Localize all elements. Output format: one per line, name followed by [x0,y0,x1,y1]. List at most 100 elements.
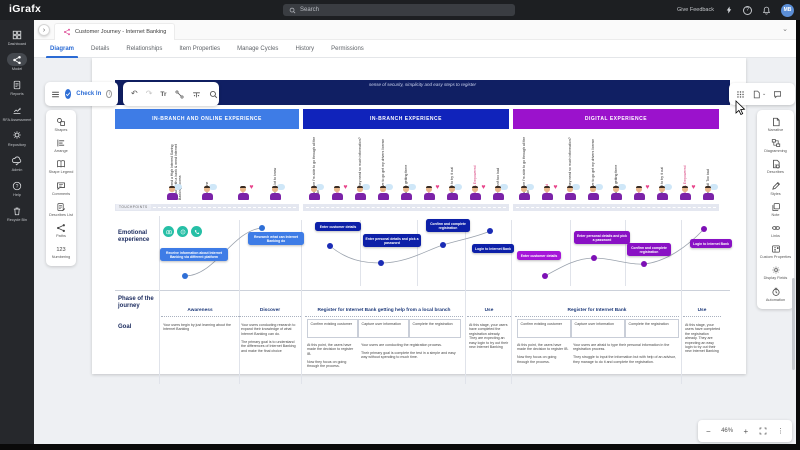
menu-tab[interactable]: Diagram [45,40,79,58]
tool-item[interactable]: Custom Properties [757,241,794,262]
tool-item[interactable]: Narrative [757,114,794,135]
persona-icon[interactable]: ♥ [307,184,324,204]
persona-icon[interactable]: ♥ [517,184,534,204]
tool-item[interactable]: Display Fields [757,262,794,283]
emotion-step-box[interactable]: Enter personal details and pick a passwo… [363,234,421,248]
text-tool-button[interactable]: Tr [160,90,167,98]
info-icon[interactable]: i [106,90,112,98]
persona-icon[interactable]: ♥ [701,184,718,204]
tool-item[interactable]: Links [757,220,794,241]
section-header[interactable]: IN-BRANCH EXPERIENCE [303,109,509,129]
phase-header[interactable]: Discover [239,295,301,317]
zoom-out-button[interactable]: − [706,426,711,436]
fit-screen-icon[interactable] [759,427,767,435]
emotion-step-box[interactable]: Enter customer details [517,251,561,261]
help-icon[interactable]: ? [743,5,752,15]
zoom-in-button[interactable]: + [743,426,749,436]
persona-icon[interactable]: ♥ [376,184,393,204]
menu-tab[interactable]: Details [91,45,110,52]
bolt-icon[interactable] [724,6,733,15]
menu-tab[interactable]: Permissions [331,45,364,52]
persona-icon[interactable]: ♥ [330,184,348,204]
emotion-step-box[interactable]: Enter customer details [315,222,361,232]
emotion-step-box[interactable]: Login to Internet Bank [690,239,732,249]
swimlane-tool-icon[interactable] [192,90,201,99]
emotion-step-box[interactable]: Confirm and complete registration [627,243,671,257]
tool-item[interactable]: Arrange [46,135,76,156]
tool-item[interactable]: Comments [46,178,76,199]
menu-tab[interactable]: History [295,45,315,52]
sidebar-item[interactable]: Reports [0,76,34,98]
grid-view-icon[interactable] [736,90,745,99]
emotion-step-box[interactable]: Confirm and complete registration [426,219,470,233]
persona-icon[interactable]: ♥ [236,184,254,204]
persona-icon[interactable]: ♥ [491,184,508,204]
persona-icon[interactable]: ♥ [655,184,672,204]
persona-icon[interactable]: ♥ [353,184,370,204]
sidebar-item[interactable]: Recycle Bin [0,202,34,224]
give-feedback-link[interactable]: Give Feedback [677,7,714,13]
menu-tab[interactable]: Item Properties [179,45,221,52]
sidebar-item[interactable]: Admin [0,152,34,174]
emotion-step-box[interactable]: Enter personal details and pick a passwo… [574,231,630,245]
undo-button[interactable]: ↶ [131,89,138,98]
check-in-button[interactable]: Check In [76,91,102,97]
tool-item[interactable]: Describes List [46,199,76,220]
more-options-icon[interactable]: ⋮ [776,428,784,435]
phase-subcell[interactable]: Capture user information [358,319,409,338]
persona-icon[interactable]: ♥ [609,184,626,204]
tool-item[interactable]: Note [757,199,794,220]
persona-icon[interactable]: ♥ [632,184,650,204]
sidebar-item[interactable]: Dashboard [0,26,34,48]
zoom-tool-icon[interactable] [209,90,218,99]
persona-icon[interactable]: ♥ [200,184,217,204]
comment-panel-icon[interactable] [773,90,782,99]
phase-subcell[interactable]: Complete the registration [625,319,679,338]
tool-item[interactable]: Automation [757,284,794,305]
hamburger-menu-icon[interactable] [51,90,60,99]
phase-header[interactable]: Awareness [161,295,239,317]
phase-header[interactable]: Register for Internet Bank getting help … [305,295,463,317]
vertical-scrollbar[interactable] [792,278,795,370]
phase-subcell[interactable]: Capture user information [571,319,625,338]
tool-item[interactable]: Diagramming [757,135,794,156]
sidebar-item[interactable]: Model [0,51,34,73]
persona-icon[interactable]: ♥ [399,184,416,204]
redo-button[interactable]: ↷ [145,89,153,98]
phase-header[interactable]: Register for Internet Bank [515,295,679,317]
section-header[interactable]: DIGITAL EXPERIENCE [513,109,719,129]
sidebar-item[interactable]: Repository [0,127,34,149]
phase-subcell[interactable]: Confirm existing customer [517,319,571,338]
persona-icon[interactable]: ♥ [445,184,462,204]
bell-icon[interactable] [762,6,771,15]
tool-item[interactable]: Numbering [46,241,76,262]
persona-icon[interactable]: ♥ [586,184,603,204]
phase-subcell[interactable]: Complete the registration [409,319,461,338]
tool-item[interactable]: Describes [757,156,794,177]
persona-icon[interactable]: ♥ [563,184,580,204]
menu-tab[interactable]: Relationships [126,45,163,52]
phase-subcell[interactable]: Confirm existing customer [307,319,358,338]
phase-header[interactable]: Use [467,295,511,317]
persona-icon[interactable]: ♥ [468,184,486,204]
sidebar-item[interactable]: Help [0,177,34,199]
persona-icon[interactable]: ♥ [268,184,285,204]
chevron-down-icon[interactable]: ⌄ [782,26,788,33]
emotion-step-box[interactable]: Receive information about Internet Banki… [160,248,228,262]
emotion-step-box[interactable]: Login to Internet Bank [472,244,514,254]
tool-item[interactable]: Shape Legend [46,156,76,177]
tool-item[interactable]: Shapes [46,114,76,135]
persona-icon[interactable]: ♥ [422,184,440,204]
persona-icon[interactable]: ♥ [165,184,182,204]
phase-header[interactable]: Use [683,295,721,317]
avatar[interactable]: MB [781,3,794,17]
menu-tab[interactable]: Manage Cycles [237,45,279,52]
tool-item[interactable]: Styles [757,178,794,199]
page-setup-icon[interactable]: ⌄ [752,90,766,99]
persona-icon[interactable]: ♥ [678,184,696,204]
emotion-step-box[interactable]: Research what can Internet Banking do [248,232,304,246]
document-tab[interactable]: Customer Journey - Internet Banking [54,23,176,40]
persona-icon[interactable]: ♥ [540,184,558,204]
connector-tool-icon[interactable] [175,90,184,99]
search-input[interactable]: Search [283,4,515,16]
